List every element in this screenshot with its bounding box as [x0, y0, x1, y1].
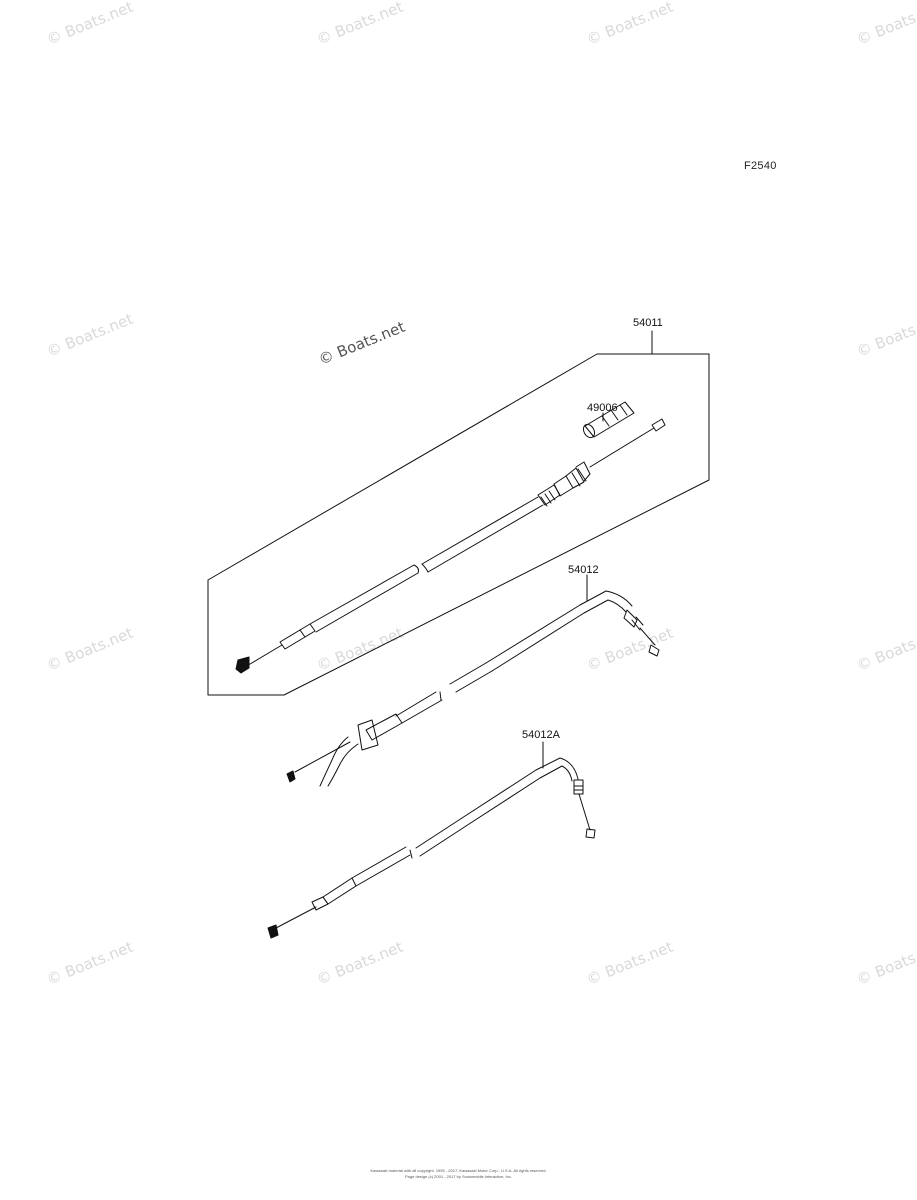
figure-code: F2540 [744, 160, 777, 172]
cable-54011 [235, 330, 666, 674]
part-label-54012: 54012 [568, 564, 599, 576]
copyright-footer-line2: Page design (c) 2001 - 2017 by Snowmobil… [405, 1174, 512, 1179]
part-label-54012A: 54012A [522, 729, 561, 741]
group-outline-54011 [207, 353, 710, 696]
cable-end-nipple [235, 656, 250, 674]
cable-54012A [267, 741, 596, 939]
part-label-49006: 49006 [587, 402, 618, 414]
part-label-54011: 54011 [633, 317, 663, 329]
boot-49006 [582, 401, 635, 439]
copyright-footer-line1: Kawasaki material with all copyright. 19… [370, 1168, 547, 1173]
cable-54012 [286, 574, 660, 787]
